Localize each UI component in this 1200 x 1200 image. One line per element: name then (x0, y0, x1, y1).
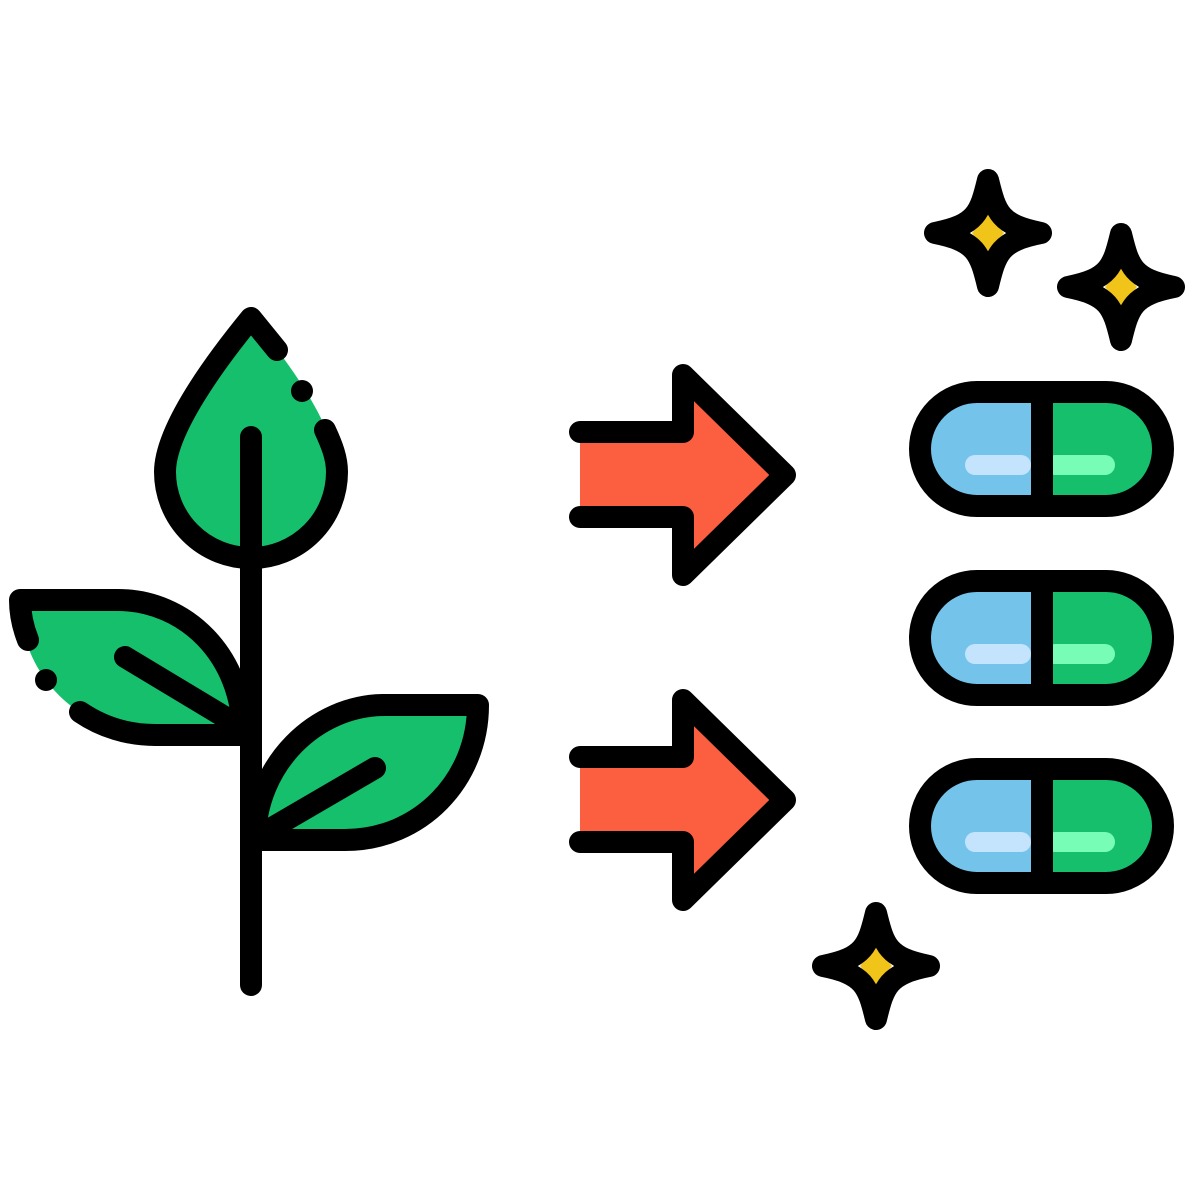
capsule-highlight (965, 832, 1031, 852)
capsule-left-half (920, 581, 1042, 695)
leaf-vein (114, 646, 254, 739)
capsule-left-half (920, 769, 1042, 883)
leaf-dot (35, 669, 57, 691)
capsule-highlight (965, 455, 1031, 475)
sparkle-icon (924, 169, 1052, 297)
sparkle-icon (812, 902, 940, 1030)
leaf-vein (249, 757, 386, 846)
capsule-highlight (1045, 832, 1115, 852)
capsule-icon (909, 570, 1174, 706)
arrow-right-icon (569, 364, 796, 586)
capsule-icon (909, 381, 1174, 517)
right-leaf (244, 694, 489, 851)
sparkle-outline (1057, 223, 1185, 351)
sparkle-icon (1057, 223, 1185, 351)
capsule-highlight (1045, 644, 1115, 664)
leaf-dot (291, 380, 313, 402)
arrow-outline (569, 689, 796, 911)
sparkle-outline (924, 169, 1052, 297)
capsule-right-half (1042, 581, 1163, 695)
sparkle-outline (812, 902, 940, 1030)
capsule-right-half (1042, 392, 1163, 506)
capsule-highlight (965, 644, 1031, 664)
left-leaf (9, 589, 254, 746)
capsule-highlight (1045, 455, 1115, 475)
capsule-left-half (920, 392, 1042, 506)
arrow-outline (569, 364, 796, 586)
plant-icon (9, 307, 489, 996)
capsule-right-half (1042, 769, 1163, 883)
capsule-icon (909, 758, 1174, 894)
arrow-right-icon (569, 689, 796, 911)
